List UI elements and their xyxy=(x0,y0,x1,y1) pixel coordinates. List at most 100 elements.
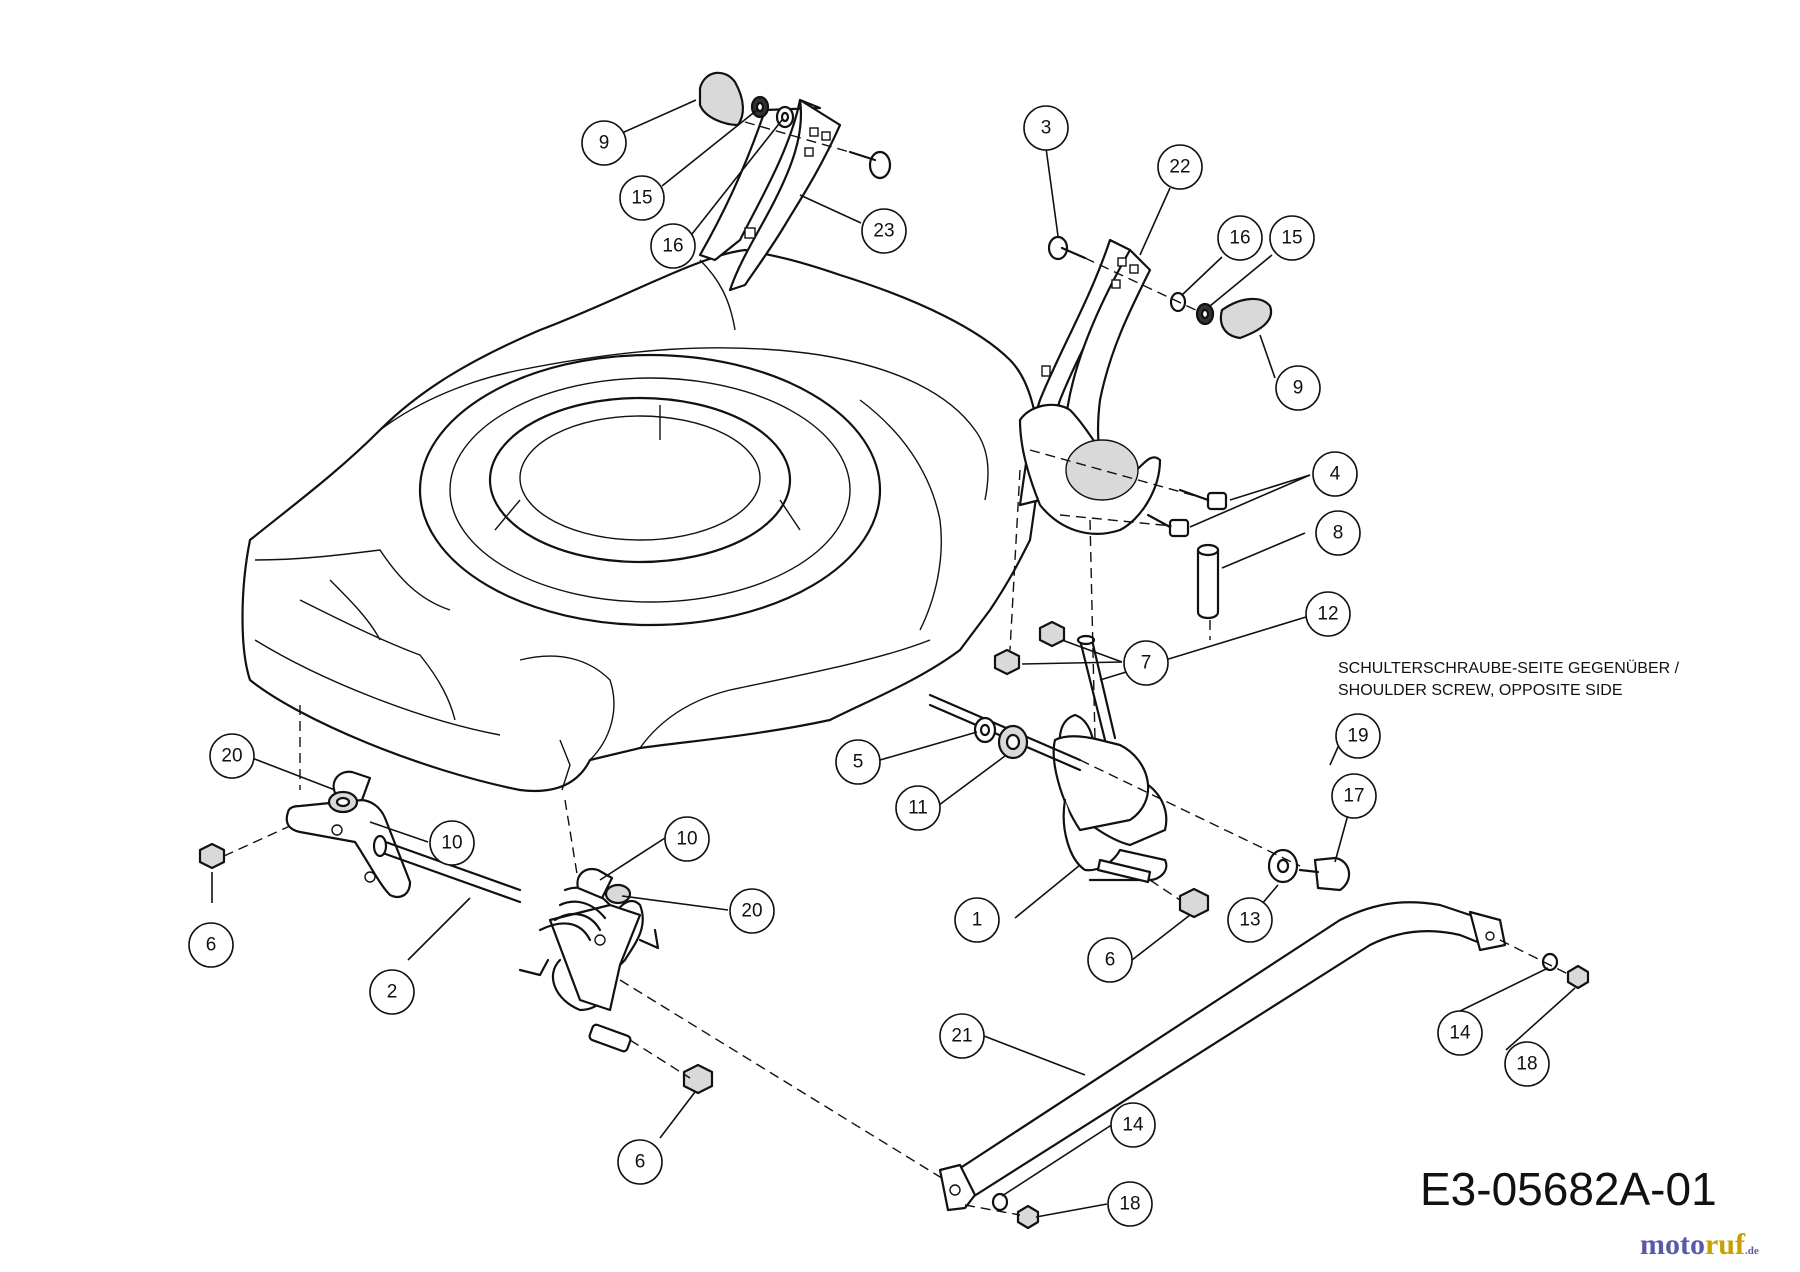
svg-text:19: 19 xyxy=(1347,726,1368,747)
svg-text:15: 15 xyxy=(631,188,652,209)
svg-text:6: 6 xyxy=(1105,950,1116,971)
svg-text:20: 20 xyxy=(221,746,242,767)
svg-text:7: 7 xyxy=(1141,653,1152,674)
callout-8: 8 xyxy=(1315,510,1361,556)
callout-14-front: 14 xyxy=(1110,1102,1156,1148)
callout-13: 13 xyxy=(1227,897,1273,943)
bolt-upper xyxy=(1178,488,1228,511)
watermark-part-3: .de xyxy=(1744,1245,1759,1257)
svg-text:16: 16 xyxy=(662,236,683,257)
note-line-english: SHOULDER SCREW, OPPOSITE SIDE xyxy=(1338,682,1623,699)
trailing-bar xyxy=(938,901,1507,1212)
leader-lines xyxy=(211,99,1576,1218)
callout-1: 1 xyxy=(954,897,1000,943)
knob-right xyxy=(1219,297,1273,340)
bolt-18-rear xyxy=(1566,964,1590,990)
svg-text:14: 14 xyxy=(1122,1115,1144,1136)
right-handle-bracket xyxy=(1018,238,1162,535)
callout-18-front: 18 xyxy=(1107,1181,1153,1227)
mower-deck xyxy=(241,248,1042,793)
callout-10-right: 10 xyxy=(664,816,710,862)
nut-upper xyxy=(1038,620,1066,648)
nut-lower xyxy=(993,648,1021,676)
svg-text:6: 6 xyxy=(635,1152,646,1173)
callout-6-left: 6 xyxy=(188,922,234,968)
front-washer-left xyxy=(327,790,359,814)
callout-12: 12 xyxy=(1305,591,1351,637)
shoulder-screw-17 xyxy=(1298,856,1351,892)
nut-front-6 xyxy=(198,842,226,870)
callout-20-right: 20 xyxy=(729,888,775,934)
svg-text:10: 10 xyxy=(441,833,462,854)
callouts: 9 15 16 23 3 22 16 15 9 4 8 12 7 19 20 1… xyxy=(188,105,1550,1227)
callout-18-rear: 18 xyxy=(1504,1041,1550,1087)
left-handle-bracket xyxy=(698,98,842,292)
callout-9-right: 9 xyxy=(1275,365,1321,411)
front-axle-rod xyxy=(372,834,522,904)
callout-6-front: 6 xyxy=(617,1139,663,1185)
watermark-part-2: ruf xyxy=(1704,1228,1745,1261)
lock-washer-right xyxy=(1195,302,1215,326)
callout-22: 22 xyxy=(1157,144,1203,190)
svg-text:9: 9 xyxy=(599,133,610,154)
callout-6-rear: 6 xyxy=(1087,937,1133,983)
svg-text:3: 3 xyxy=(1041,118,1052,139)
svg-text:2: 2 xyxy=(387,982,398,1003)
callout-9-left: 9 xyxy=(581,120,627,166)
washer-13 xyxy=(1267,848,1299,884)
spacer-washer-11 xyxy=(997,724,1029,760)
svg-text:20: 20 xyxy=(741,901,762,922)
svg-text:17: 17 xyxy=(1343,786,1364,807)
svg-text:18: 18 xyxy=(1119,1194,1140,1215)
lock-washer-left xyxy=(750,95,770,119)
callout-14-rear: 14 xyxy=(1437,1010,1483,1056)
svg-text:18: 18 xyxy=(1516,1054,1537,1075)
callout-10-left: 10 xyxy=(429,820,475,866)
callout-16-right: 16 xyxy=(1217,215,1263,261)
svg-text:23: 23 xyxy=(873,221,894,242)
svg-text:15: 15 xyxy=(1281,228,1302,249)
carriage-bolt-left xyxy=(848,150,892,180)
svg-text:12: 12 xyxy=(1317,604,1338,625)
svg-text:14: 14 xyxy=(1449,1023,1471,1044)
callout-4: 4 xyxy=(1312,451,1358,497)
front-lever-with-spring xyxy=(518,886,660,1053)
callout-15-right: 15 xyxy=(1269,215,1315,261)
svg-text:1: 1 xyxy=(972,910,983,931)
svg-text:5: 5 xyxy=(853,752,864,773)
front-axle-bracket xyxy=(285,798,412,898)
drawing-number: E3-05682A-01 xyxy=(1420,1163,1717,1215)
svg-text:11: 11 xyxy=(908,798,928,819)
callout-7: 7 xyxy=(1123,640,1169,686)
bolt-lower xyxy=(1146,513,1190,538)
bolt-18-front xyxy=(1016,1204,1040,1230)
callout-17: 17 xyxy=(1331,773,1377,819)
svg-text:6: 6 xyxy=(206,935,217,956)
callout-20-left: 20 xyxy=(209,733,255,779)
washer-14-front xyxy=(991,1192,1009,1212)
svg-text:4: 4 xyxy=(1330,464,1341,485)
front-washer-right xyxy=(604,883,632,905)
svg-text:8: 8 xyxy=(1333,523,1344,544)
svg-text:13: 13 xyxy=(1239,910,1260,931)
watermark-logo: motoruf.de xyxy=(1640,1228,1759,1262)
callout-15-left: 15 xyxy=(619,175,665,221)
svg-text:9: 9 xyxy=(1293,378,1304,399)
callout-11: 11 xyxy=(895,785,941,831)
callout-16-left: 16 xyxy=(650,223,696,269)
watermark-part-1: moto xyxy=(1640,1228,1705,1261)
callout-23: 23 xyxy=(861,208,907,254)
nut-front-lower-6 xyxy=(682,1063,714,1095)
callout-19: 19 xyxy=(1335,713,1381,759)
callout-21: 21 xyxy=(939,1013,985,1059)
svg-text:22: 22 xyxy=(1169,157,1190,178)
nut-rear-6 xyxy=(1178,887,1210,919)
note-line-german: SCHULTERSCHRAUBE-SEITE GEGENÜBER / xyxy=(1338,660,1680,677)
knob-left xyxy=(698,71,744,127)
callout-2: 2 xyxy=(369,969,415,1015)
front-clip-right xyxy=(576,867,614,900)
callout-5: 5 xyxy=(835,739,881,785)
svg-text:10: 10 xyxy=(676,829,697,850)
svg-text:21: 21 xyxy=(951,1026,972,1047)
